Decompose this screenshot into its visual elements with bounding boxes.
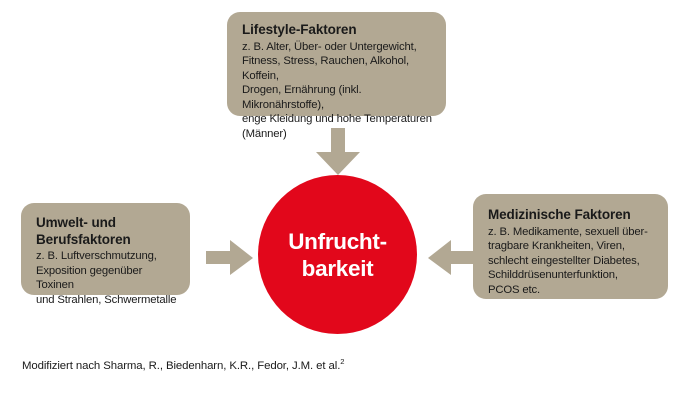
source-note: Modifiziert nach Sharma, R., Biedenharn,…	[22, 357, 345, 372]
factor-box-environment-title: Umwelt- und Berufsfaktoren	[36, 215, 131, 247]
factor-box-environment: Umwelt- und Berufsfaktoren z. B. Luftver…	[21, 203, 190, 306]
factor-box-environment-body: z. B. Luftverschmutzung, Exposition gege…	[36, 250, 177, 306]
factor-box-lifestyle-title: Lifestyle-Faktoren	[242, 22, 357, 37]
factor-box-medical: Medizinische Faktoren z. B. Medikamente,…	[473, 194, 668, 299]
factor-box-lifestyle-body: z. B. Alter, Über- oder Untergewicht, Fi…	[242, 40, 432, 141]
factor-box-medical-body: z. B. Medikamente, sexuell über- tragbar…	[488, 225, 648, 296]
source-note-text: Modifiziert nach Sharma, R., Biedenharn,…	[22, 360, 341, 372]
source-note-reference: 2	[340, 357, 345, 367]
central-concept-label: Unfrucht- barkeit	[288, 228, 387, 281]
central-concept-circle: Unfrucht- barkeit	[258, 175, 417, 334]
factor-box-lifestyle: Lifestyle-Faktoren z. B. Alter, Über- od…	[227, 12, 446, 140]
arrow-right-icon	[206, 240, 254, 276]
arrow-left-icon	[427, 240, 475, 276]
arrow-down-icon	[315, 128, 361, 176]
factor-box-medical-title: Medizinische Faktoren	[488, 207, 631, 222]
